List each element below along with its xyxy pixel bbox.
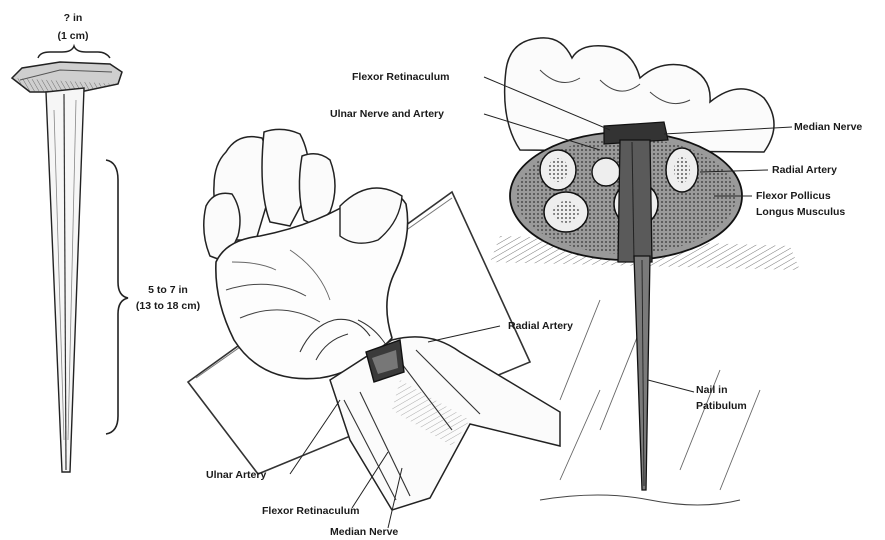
- label-flexor-retinaculum-hand: Flexor Retinaculum: [262, 505, 359, 518]
- label-median-nerve-section: Median Nerve: [794, 121, 862, 134]
- label-flexor-retinaculum-section: Flexor Retinaculum: [352, 71, 449, 84]
- hand-illustration: [188, 129, 560, 510]
- label-flexor-pollicus-1: Flexor Pollicus: [756, 190, 831, 203]
- label-patibulum: Patibulum: [696, 400, 747, 413]
- nail-through-section: [618, 140, 652, 262]
- board-hatching: [560, 300, 760, 490]
- label-radial-artery-section: Radial Artery: [772, 164, 837, 177]
- nail-head-size-value: ? in: [46, 12, 100, 25]
- label-radial-artery-hand: Radial Artery: [508, 320, 573, 333]
- label-ulnar-artery: Ulnar Artery: [206, 469, 266, 482]
- label-median-nerve-hand: Median Nerve: [330, 526, 398, 539]
- length-brace: [106, 160, 128, 434]
- nail-head-size-metric: (1 cm): [46, 30, 100, 43]
- label-ulnar-nerve-artery: Ulnar Nerve and Artery: [330, 108, 444, 121]
- nail-length-metric: (13 to 18 cm): [124, 300, 212, 313]
- nail-illustration: [12, 46, 128, 472]
- bone-3: [592, 158, 620, 186]
- nail-length-value: 5 to 7 in: [124, 284, 212, 297]
- head-size-bracket: [38, 46, 110, 58]
- label-nail-in: Nail in: [696, 384, 728, 397]
- label-flexor-pollicus-2: Longus Musculus: [756, 206, 845, 219]
